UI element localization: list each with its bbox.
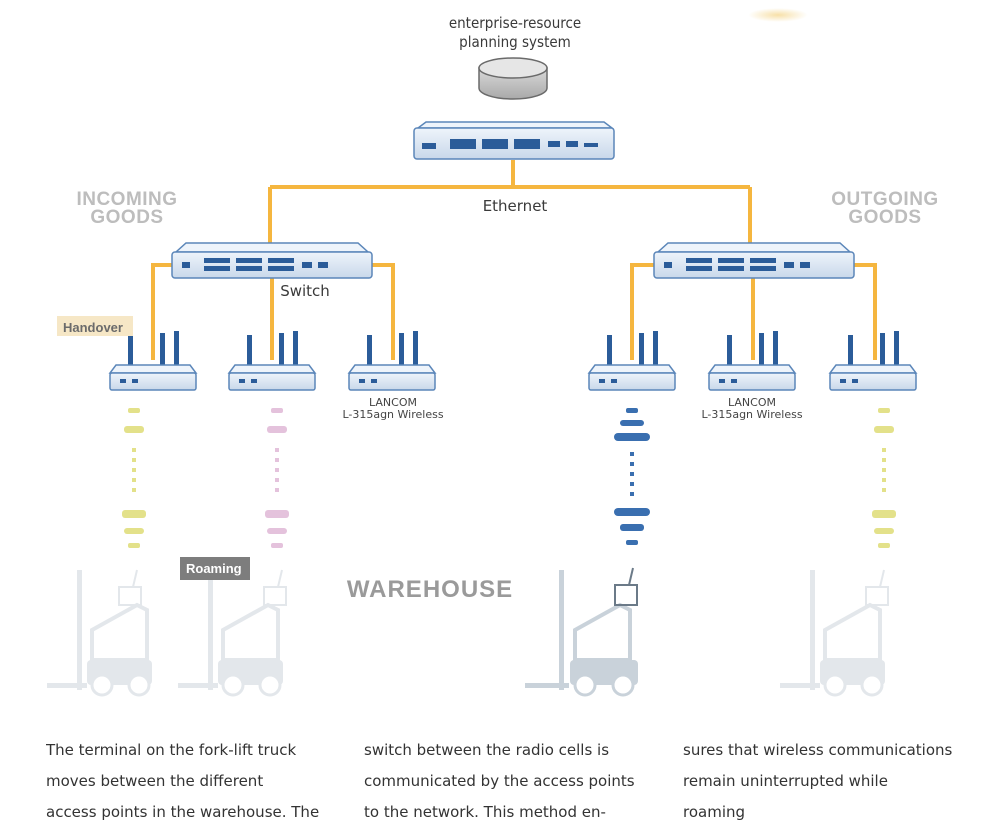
roaming-tag: Roaming <box>180 557 250 580</box>
access-point-icon <box>587 331 677 391</box>
access-point-icon <box>347 331 437 391</box>
erp-database-icon <box>478 57 548 100</box>
access-point-icon <box>828 331 918 391</box>
access-point-icon <box>707 331 797 391</box>
caption-line: to the network. This method en- <box>364 803 606 821</box>
ethernet-label: Ethernet <box>482 197 548 215</box>
incoming-line2: GOODS <box>90 207 164 228</box>
erp-label-line2: planning system <box>459 33 571 51</box>
forklift-icon <box>47 569 152 697</box>
caption-line: roaming <box>683 803 746 821</box>
outgoing-line1: OUTGOING <box>831 189 939 210</box>
decorative-glow <box>748 8 808 22</box>
incoming-goods-label: INCOMING GOODS <box>62 189 192 228</box>
caption-line: The terminal on the fork-lift truck <box>46 741 297 759</box>
access-point-label-right: LANCOM L-315agn Wireless <box>697 397 807 421</box>
warehouse-label: WAREHOUSE <box>346 576 514 603</box>
ap-label-right-line2: L-315agn Wireless <box>701 408 803 421</box>
radio-signal-icon <box>122 408 146 548</box>
incoming-line1: INCOMING <box>76 189 178 210</box>
ap-label-left-line1: LANCOM <box>369 396 417 409</box>
ap-label-right-line1: LANCOM <box>728 396 776 409</box>
caption-line: sures that wireless communications <box>683 741 953 759</box>
access-point-icon <box>227 331 317 391</box>
right-switch-icon <box>653 242 855 279</box>
caption-column-3: sures that wireless communications remai… <box>683 735 971 828</box>
ap-label-left-line2: L-315agn Wireless <box>342 408 444 421</box>
access-point-icon <box>108 331 198 391</box>
ethernet-cables <box>151 160 877 360</box>
caption-line: communicated by the access points <box>364 772 635 790</box>
caption-line: access points in the warehouse. The <box>46 803 320 821</box>
left-switch-icon <box>171 242 373 279</box>
radio-signal-icon <box>872 408 896 548</box>
handover-tag: Handover <box>57 316 133 336</box>
forklift-icon <box>780 569 889 697</box>
caption-column-2: switch between the radio cells is commun… <box>364 735 652 828</box>
caption-line: moves between the different <box>46 772 264 790</box>
caption-column-1: The terminal on the fork-lift truck move… <box>46 735 334 828</box>
forklift-icon <box>178 569 287 697</box>
core-router-icon <box>413 121 615 160</box>
caption-line: switch between the radio cells is <box>364 741 610 759</box>
radio-signal-icon <box>265 408 289 548</box>
radio-signal-icon <box>614 408 650 545</box>
erp-label-line1: enterprise-resource <box>448 14 582 32</box>
access-point-label-left: LANCOM L-315agn Wireless <box>338 397 448 421</box>
erp-label: enterprise-resource planning system <box>380 14 650 52</box>
caption-line: remain uninterrupted while <box>683 772 888 790</box>
outgoing-line2: GOODS <box>848 207 922 228</box>
switch-label: Switch <box>280 282 330 300</box>
forklift-active-icon <box>525 567 638 697</box>
outgoing-goods-label: OUTGOING GOODS <box>820 189 950 228</box>
